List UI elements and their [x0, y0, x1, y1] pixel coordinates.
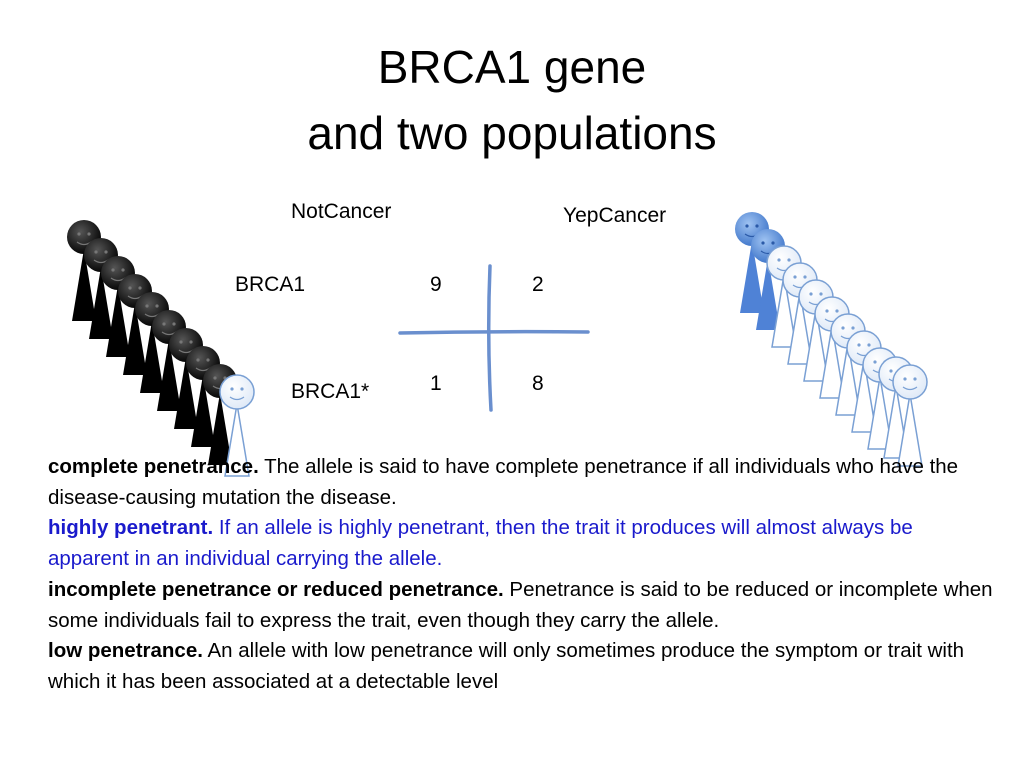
- definition-text: An allele with low penetrance will only …: [48, 639, 965, 693]
- definitions-list: complete penetrance. The allele is said …: [48, 452, 993, 698]
- title-line-2: and two populations: [307, 107, 717, 159]
- row-header-brca1-star: BRCA1*: [291, 380, 370, 403]
- cell-brca1star-notcancer: 1: [430, 372, 442, 395]
- table-cross-lines: [398, 264, 590, 412]
- row-header-brca1: BRCA1: [235, 273, 306, 296]
- cell-brca1-yepcancer: 2: [532, 273, 544, 296]
- col-header-yepcancer: YepCancer: [563, 204, 667, 227]
- definition-low-penetrance: low penetrance. An allele with low penet…: [48, 636, 993, 697]
- definition-text: If an allele is highly penetrant, then t…: [48, 516, 913, 571]
- definition-term: low penetrance.: [48, 639, 203, 663]
- title-line-1: BRCA1 gene: [377, 41, 647, 93]
- cell-brca1-notcancer: 9: [430, 273, 442, 296]
- definition-text: Penetrance is said to be reduced or inco…: [48, 577, 993, 632]
- definition-term: highly penetrant.: [48, 516, 214, 540]
- definition-text: The allele is said to have complete pene…: [48, 455, 959, 509]
- definition-highly-penetrant: highly penetrant. If an allele is highly…: [48, 513, 993, 574]
- definition-complete-penetrance: complete penetrance. The allele is said …: [48, 452, 993, 513]
- yepcancer-population: [734, 211, 928, 467]
- notcancer-population: [66, 219, 255, 477]
- definition-term: complete penetrance.: [48, 455, 259, 478]
- slide-title: BRCA1 gene and two populations: [0, 34, 1024, 166]
- definition-term: incomplete penetrance or reduced penetra…: [48, 577, 504, 601]
- col-header-notcancer: NotCancer: [291, 200, 392, 223]
- definition-incomplete-penetrance: incomplete penetrance or reduced penetra…: [48, 575, 993, 636]
- cell-brca1star-yepcancer: 8: [532, 372, 544, 395]
